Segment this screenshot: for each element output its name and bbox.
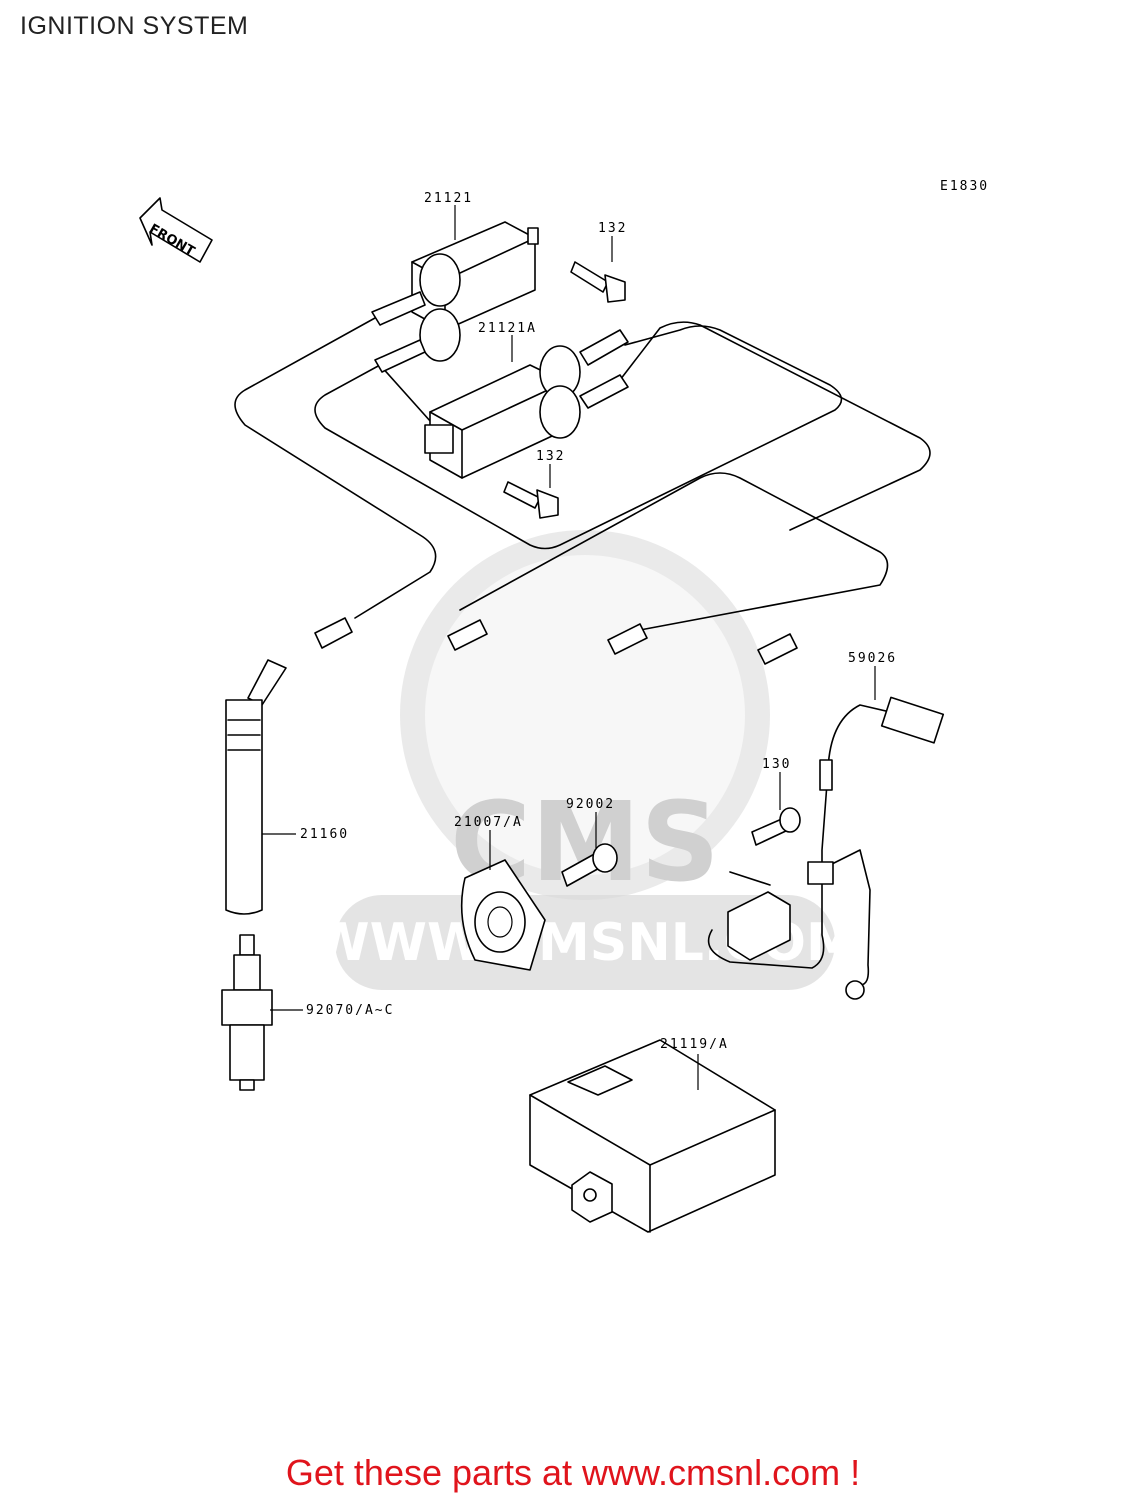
page-title: IGNITION SYSTEM xyxy=(20,12,249,40)
callout-59026: 59026 xyxy=(848,651,897,666)
rotor-plate xyxy=(460,859,546,971)
promo-footer-link[interactable]: Get these parts at www.cmsnl.com ! xyxy=(285,1452,861,1493)
ignition-coil-upper xyxy=(371,221,539,373)
callout-21121a: 21121A xyxy=(478,321,537,336)
leader-lines xyxy=(262,205,876,1090)
callout-92002: 92002 xyxy=(566,797,615,812)
callout-92070: 92070/A~C xyxy=(306,1003,394,1018)
screw-92002 xyxy=(561,843,618,887)
terminal-caps xyxy=(314,617,798,665)
igniter-unit xyxy=(529,1039,776,1233)
callout-labels: 21121 21121A 132 132 59026 130 92002 210… xyxy=(300,191,897,1052)
ignition-coil-lower xyxy=(424,329,629,479)
diagram-code: E1830 xyxy=(940,179,989,194)
callout-21007a: 21007/A xyxy=(454,815,523,830)
spark-plug xyxy=(221,934,273,1091)
callout-21119a: 21119/A xyxy=(660,1037,729,1052)
callout-21160: 21160 xyxy=(300,827,349,842)
spark-plug-cap xyxy=(225,659,287,915)
exploded-parts-diagram: CMS WWW.CMSNL.COM FRONT E1830 xyxy=(139,179,989,1233)
pickup-coil-harness xyxy=(707,696,945,1000)
callout-130: 130 xyxy=(762,757,791,772)
front-arrow-icon: FRONT xyxy=(139,197,213,263)
bolt-upper-132 xyxy=(570,261,626,303)
bolt-lower-132 xyxy=(503,481,559,519)
callout-132-lower: 132 xyxy=(536,449,565,464)
callout-132-upper: 132 xyxy=(598,221,627,236)
callout-21121: 21121 xyxy=(424,191,473,206)
